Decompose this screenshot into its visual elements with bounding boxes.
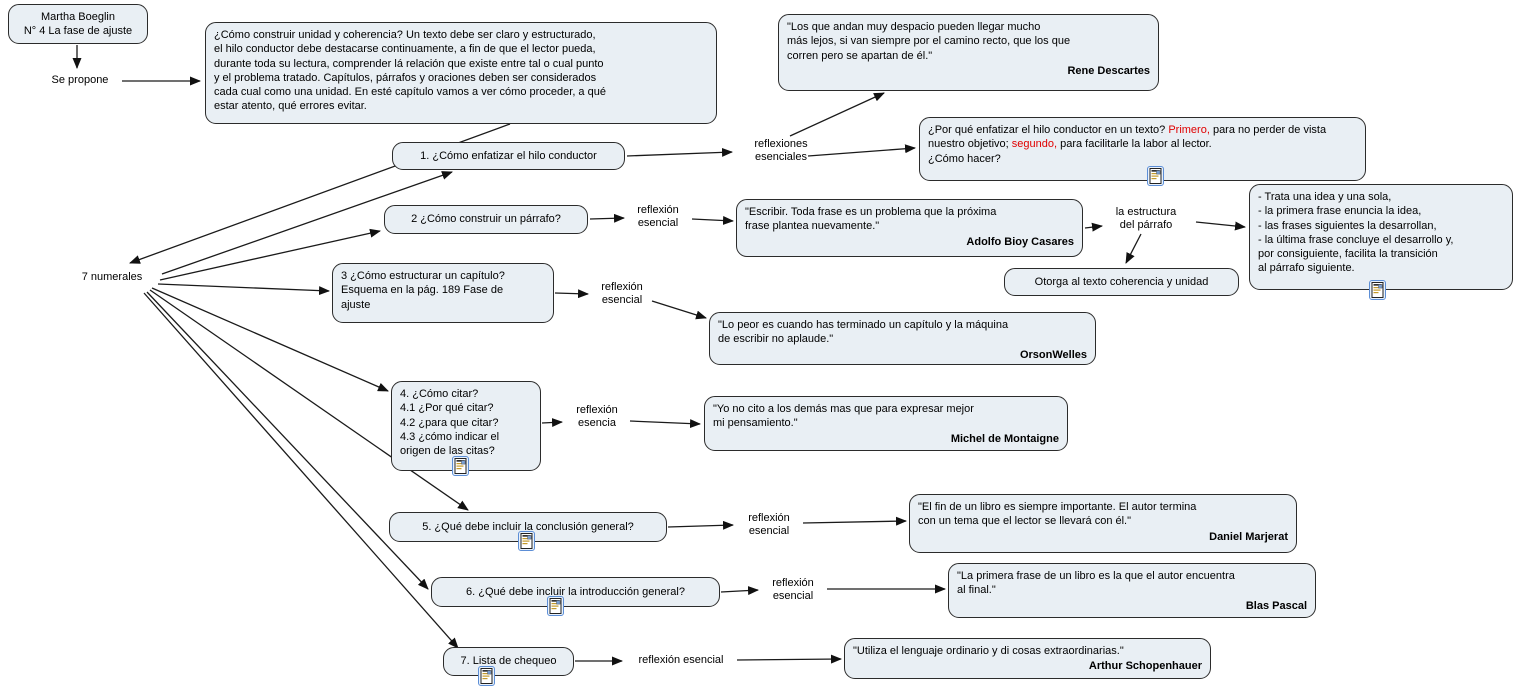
quote-author: OrsonWelles (1019, 348, 1087, 361)
quote-author: Rene Descartes (1067, 64, 1150, 77)
link-label-reflexion-5[interactable]: reflexión esencial (748, 512, 790, 538)
quote-text: "Lo peor es cuando has terminado un capí… (718, 319, 1009, 346)
quote-author: Adolfo Bioy Casares (966, 235, 1074, 248)
emphasis-node[interactable]: ¿Por qué enfatizar el hilo conductor en … (919, 117, 1366, 181)
link-label-reflexion-7[interactable]: reflexión esencial (638, 654, 724, 666)
quote-text: "La primera frase de un libro es la que … (957, 570, 1235, 597)
quote-montaigne[interactable]: "Yo no cito a los demás mas que para exp… (704, 396, 1068, 451)
quote-author: Arthur Schopenhauer (1088, 660, 1202, 673)
resource-icon[interactable] (1147, 166, 1164, 186)
quote-author: Blas Pascal (1245, 599, 1307, 612)
structure-node[interactable]: - Trata una idea y una sola, - la primer… (1249, 184, 1513, 290)
link-label-7-numerales[interactable]: 7 numerales (81, 271, 143, 283)
red-word-primero: Primero, (1168, 124, 1210, 136)
concept-node-3[interactable]: 3 ¿Cómo estructurar un capítulo? Esquema… (332, 263, 554, 323)
link-label-reflexion-2[interactable]: reflexión esencial (637, 204, 679, 230)
link-label-reflexion-6[interactable]: reflexión esencial (772, 577, 814, 603)
quote-author: Michel de Montaigne (950, 432, 1059, 445)
quote-author: Daniel Marjerat (1209, 530, 1288, 543)
concept-node-7[interactable]: 7. Lista de chequeo (443, 647, 574, 676)
resource-icon[interactable] (547, 596, 564, 616)
red-word-segundo: segundo, (1011, 138, 1058, 151)
concept-node-1[interactable]: 1. ¿Cómo enfatizar el hilo conductor (392, 142, 625, 170)
link-label-se-propone[interactable]: Se propone (51, 74, 109, 86)
quote-text: "Escribir. Toda frase es un problema que… (745, 206, 997, 233)
title-node[interactable]: Martha Boeglin N° 4 La fase de ajuste (8, 4, 148, 44)
link-label-estructura-parrafo[interactable]: la estructura del párrafo (1115, 206, 1177, 232)
resource-icon[interactable] (478, 666, 495, 686)
link-label-reflexiones-esenciales[interactable]: reflexiones esenciales (754, 138, 808, 164)
concept-node-6[interactable]: 6. ¿Qué debe incluir la introducción gen… (431, 577, 720, 607)
otorga-node[interactable]: Otorga al texto coherencia y unidad (1004, 268, 1239, 296)
concept-node-4[interactable]: 4. ¿Cómo citar? 4.1 ¿Por qué citar? 4.2 … (391, 381, 541, 471)
quote-pascal[interactable]: "La primera frase de un libro es la que … (948, 563, 1316, 618)
quote-text: "Yo no cito a los demás mas que para exp… (713, 403, 974, 430)
quote-descartes[interactable]: "Los que andan muy despacio pueden llega… (778, 14, 1159, 91)
resource-icon[interactable] (518, 531, 535, 551)
quote-text: "El fin de un libro es siempre important… (918, 501, 1197, 528)
quote-text: "Los que andan muy despacio pueden llega… (787, 21, 1071, 62)
quote-bioy-casares[interactable]: "Escribir. Toda frase es un problema que… (736, 199, 1083, 257)
intro-node[interactable]: ¿Cómo construir unidad y coherencia? Un … (205, 22, 717, 124)
quote-schopenhauer[interactable]: "Utiliza el lenguaje ordinario y di cosa… (844, 638, 1211, 679)
quote-text: "Utiliza el lenguaje ordinario y di cosa… (853, 645, 1124, 657)
quote-marjerat[interactable]: "El fin de un libro es siempre important… (909, 494, 1297, 553)
concept-node-2[interactable]: 2 ¿Cómo construir un párrafo? (384, 205, 588, 234)
quote-orson-welles[interactable]: "Lo peor es cuando has terminado un capí… (709, 312, 1096, 365)
emphasis-text: ¿Por qué enfatizar el hilo conductor en … (928, 124, 1327, 165)
resource-icon[interactable] (1369, 280, 1386, 300)
link-label-reflexion-4[interactable]: reflexión esencia (576, 404, 618, 430)
resource-icon[interactable] (452, 456, 469, 476)
link-label-reflexion-3[interactable]: reflexión esencial (601, 281, 643, 307)
